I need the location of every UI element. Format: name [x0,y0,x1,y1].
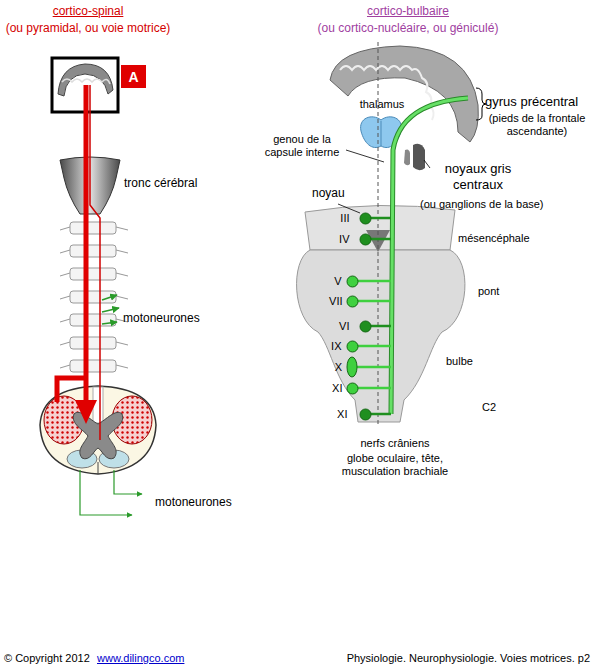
vertebra-process [60,319,128,322]
gyri-line [62,79,110,84]
structure-label: noyau [312,186,345,200]
nucleus-fill [347,276,358,287]
nucleus-circle: XI [347,383,358,394]
motor-arrow [102,295,117,300]
leader-line [424,160,430,168]
nucleus-fill [360,321,371,332]
structure-label: pont [478,285,499,298]
motor-nerve [114,470,142,494]
structure-label: motoneurones [123,311,200,325]
nucleus-circle: V [347,276,358,287]
structure-label: noyaux gris centraux [428,161,528,192]
nucleus-circle: III [360,213,371,224]
nerve-number: XI [332,383,342,394]
nucleus-fill [360,234,371,245]
vertebra-process [60,342,128,345]
nucleus-fill [360,213,371,224]
nucleus-circle: VI [360,321,371,332]
vertebra-process [60,273,128,276]
nerve-number: IX [331,341,341,352]
nerve-number: IV [339,234,349,245]
vertebra-process [60,365,128,368]
vertebra [70,268,116,280]
panel-subheading: (ou pyramidal, ou voie motrice) [6,21,171,35]
nucleus-shape [347,276,358,287]
nucleus-fill [360,409,371,420]
structure-label: tronc cérébral [124,176,197,190]
motor-arrow [102,308,119,312]
vertebra-process [60,227,128,230]
nucleus-shape [360,234,371,245]
panel-heading: cortico-bulbaire [367,4,449,18]
nerve-number: VII [329,296,342,307]
structure-note: (ou ganglions de la base) [420,198,544,211]
motor-arrow [102,322,117,324]
grey-matter [73,412,122,458]
nerve-number: III [340,213,349,224]
panel-heading: cortico-spinal [53,4,124,18]
nucleus-circle: IV [360,234,371,245]
structure-label: mésencéphale [458,232,530,245]
nucleus-shape [347,341,358,352]
nucleus-fill [347,357,357,377]
vertebra [70,337,116,349]
vertebra [70,291,116,303]
basal-ganglia-shape [413,144,425,171]
vertebra [70,314,116,326]
nucleus-shape [360,409,371,420]
structure-label: nerfs crâniens [360,437,429,450]
leader-line [346,150,384,162]
thalamus-midline [381,121,382,146]
nucleus-ellipse: X [347,357,357,377]
tract-arrowhead [75,400,97,424]
vertebra-process [60,250,128,253]
bracket [476,88,486,120]
structure-note: (pieds de la frontale ascendante) [485,112,589,138]
nucleus-shape [360,321,371,332]
motor-nerve [80,470,132,515]
web-link: www.dilingco.com [97,652,184,665]
nucleus-shape [347,357,357,377]
tract-branch [57,378,86,402]
nerve-number: V [334,276,341,287]
structure-label: bulbe [446,355,473,368]
tract-branch [357,281,391,388]
structure-label: genou de la capsule interne [257,133,347,159]
vertebra [70,222,116,234]
structure-label: C2 [482,401,496,414]
structure-label: motoneurones [155,495,232,509]
pons-medulla-shape [297,250,465,422]
uncrossed-tract [90,85,100,440]
nerve-number: X [335,362,342,373]
nucleus-fill [347,296,358,307]
structure-label: thalamus [360,98,405,111]
vertebra [70,245,116,257]
nucleus-circle: IX [347,341,358,352]
tract-branch [370,218,391,414]
vertebra [70,360,116,372]
nucleus-circle: XI [360,409,371,420]
structure-note: globe oculaire, tête, musculation brachi… [334,452,456,478]
nucleus-fill [347,341,358,352]
panel-subheading: (ou cortico-nucléaire, ou géniculé) [318,21,499,35]
nucleus-fill [347,383,358,394]
footer-caption: Physiologie. Neurophysiologie. Voies mot… [347,652,590,665]
nucleus-shape [360,213,371,224]
nucleus-shape [347,296,358,307]
pyramidal-tract [84,85,89,402]
nerve-number: XI [337,409,347,420]
callout-box: A [121,65,146,88]
nucleus-shape [347,383,358,394]
basal-ganglia-shape [404,149,410,165]
copyright-note: © Copyright 2012 [4,652,90,665]
vertebra-process [60,296,128,299]
nucleus-circle: VII [347,296,358,307]
nerve-number: VI [339,321,349,332]
structure-label: gyrus précentral [485,94,578,110]
callout-letter: A [121,65,146,88]
anterior-fissure [98,462,99,474]
